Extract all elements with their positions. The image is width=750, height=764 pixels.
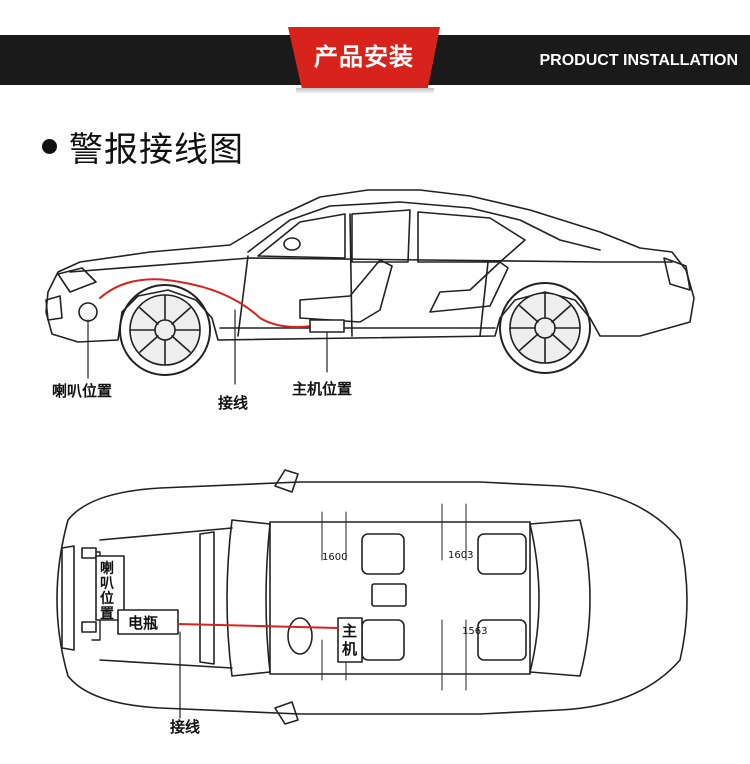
top-seat-rr [477, 619, 527, 661]
side-seat-front [299, 259, 393, 323]
top-dim-front-label: 1600 [322, 552, 348, 563]
top-speaker-right [81, 621, 97, 633]
top-label-host: 主机 [342, 622, 358, 658]
side-taillight [663, 257, 691, 291]
top-front-grille [61, 545, 75, 651]
section-title: 警报接线图 [42, 122, 244, 171]
top-label-battery: 电瓶 [128, 614, 159, 632]
section-title-text: 警报接线图 [69, 130, 244, 170]
top-seat-rl [477, 533, 527, 575]
header-tab [288, 27, 440, 88]
side-wire [99, 278, 313, 328]
side-steering-wheel [283, 237, 301, 251]
side-label-speaker: 喇叭位置 [52, 382, 113, 400]
side-label-host: 主机位置 [292, 380, 353, 398]
side-belt-line [69, 257, 673, 273]
top-speaker-left [81, 547, 97, 559]
side-window-front [257, 213, 346, 259]
top-seat-fr [361, 619, 405, 661]
side-window-line [247, 201, 601, 253]
header-tab-shadow [296, 88, 434, 94]
top-windshield [226, 519, 271, 677]
side-window-rear [417, 211, 526, 263]
top-steering [287, 617, 313, 655]
top-hood-line-1 [99, 527, 233, 541]
top-seat-fl [361, 533, 405, 575]
top-dim-rear-label: 1603 [448, 550, 474, 561]
side-grille [45, 295, 63, 321]
header-en-title: PRODUCT INSTALLATION [539, 52, 739, 69]
top-dim-rear-lower-label: 1563 [462, 626, 488, 637]
top-console [371, 583, 407, 607]
top-label-speaker: 喇叭位置 [100, 561, 114, 622]
bullet-icon [42, 139, 57, 154]
top-mirror-right [274, 701, 299, 725]
side-front-wheel [119, 284, 211, 376]
top-host-box [337, 617, 363, 663]
side-seat-rear [429, 261, 509, 313]
header-cn-title: 产品安装 [314, 43, 414, 71]
top-wire [177, 623, 339, 629]
top-dim-front [321, 511, 347, 681]
top-cabin [269, 521, 531, 675]
top-hood-line-2 [99, 659, 233, 669]
top-rear-window [529, 519, 591, 677]
top-dim-rear [441, 503, 467, 691]
side-door-line-1 [237, 255, 249, 337]
side-window-mid [351, 209, 411, 263]
top-label-wiring: 接线 [170, 718, 201, 736]
side-body-outline [45, 189, 695, 343]
top-battery-box [117, 609, 179, 635]
top-body-outline [56, 481, 688, 715]
side-label-wiring: 接线 [218, 394, 249, 412]
side-headlight [57, 267, 97, 293]
side-door-line-2 [349, 213, 353, 337]
top-hood-vent [199, 531, 215, 665]
side-rear-wheel [499, 282, 591, 374]
top-mirror-left [274, 469, 299, 493]
